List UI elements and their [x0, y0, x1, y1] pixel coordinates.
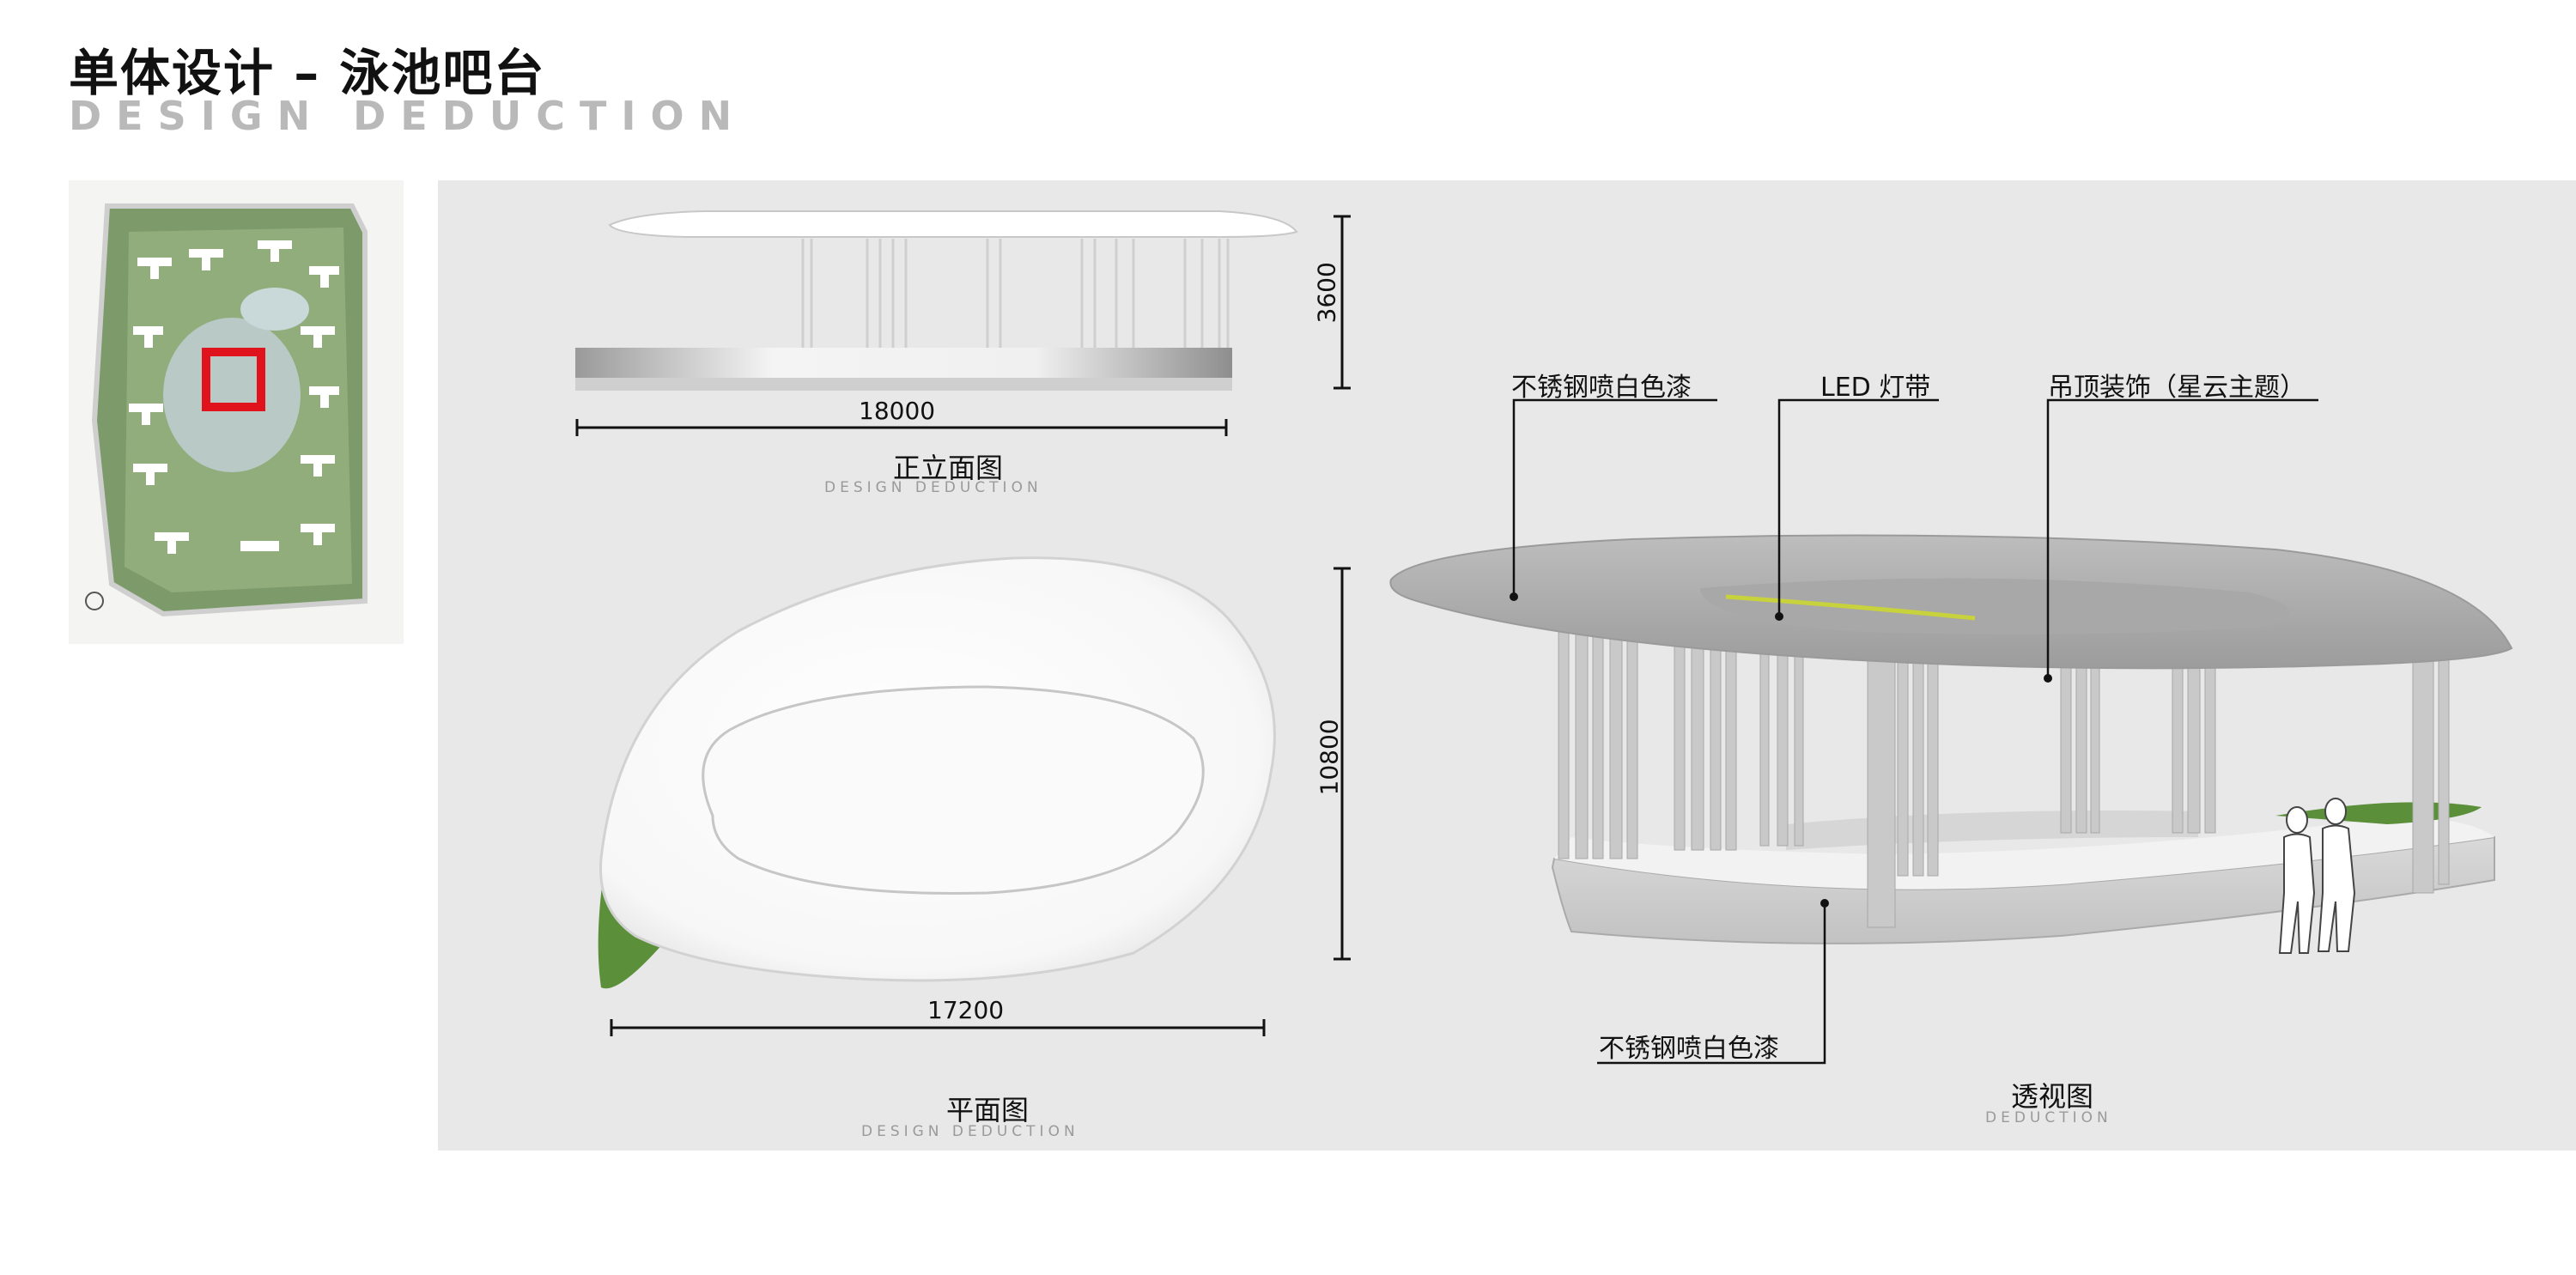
perspective-columns — [1558, 592, 2450, 928]
site-highlight-box — [202, 348, 265, 411]
elevation-drawing — [575, 210, 1298, 391]
elevation-height-dimension — [1334, 215, 1351, 390]
perspective-ceiling — [1700, 578, 2289, 634]
callout-ceiling-decor: 吊顶装饰（星云主题） — [2048, 373, 2306, 403]
plan-width-label: 17200 — [927, 996, 1005, 1024]
north-arrow-icon — [85, 592, 104, 610]
plan-caption-sub: DESIGN DEDUCTION — [861, 1123, 1079, 1140]
led-strip — [1725, 594, 1976, 621]
central-pool — [163, 318, 301, 472]
page-title: 单体设计 – 泳池吧台 — [69, 44, 546, 102]
plan-height-dimension — [1334, 567, 1351, 961]
elevation-plinth — [575, 378, 1232, 391]
perspective-counter-top — [1554, 816, 2494, 889]
callout-led-strip: LED 灯带 — [1820, 373, 1931, 403]
plan-drawing — [598, 556, 1276, 989]
human-figures — [2278, 798, 2356, 954]
plan-inner-opening — [702, 685, 1205, 895]
pool-small — [240, 288, 309, 331]
site-buildings — [129, 240, 339, 554]
plan-width-dimension — [610, 1019, 1266, 1036]
elevation-columns — [801, 239, 1230, 361]
perspective-caption: 透视图 — [2011, 1080, 2094, 1113]
elevation-width-label: 18000 — [859, 397, 936, 425]
plan-height-label: 10800 — [1315, 719, 1344, 796]
page-subtitle: DESIGN DEDUCTION — [69, 93, 747, 139]
elevation-width-dimension — [575, 419, 1228, 436]
site-plan-thumbnail — [69, 180, 404, 644]
perspective-drawing — [1389, 534, 2513, 954]
elevation-caption: 正立面图 — [893, 452, 1004, 484]
callout-dots — [1510, 592, 2052, 908]
callout-stainless-steel-base: 不锈钢喷白色漆 — [1599, 1034, 1779, 1064]
callout-leaders — [1512, 398, 2318, 1065]
callout-stainless-steel-top: 不锈钢喷白色漆 — [1511, 373, 1692, 403]
elevation-roof — [608, 210, 1298, 238]
perspective-caption-sub: DEDUCTION — [1985, 1109, 2112, 1126]
plan-caption: 平面图 — [946, 1094, 1030, 1126]
elevation-caption-sub: DESIGN DEDUCTION — [824, 479, 1042, 496]
elevation-height-label: 3600 — [1312, 262, 1341, 324]
